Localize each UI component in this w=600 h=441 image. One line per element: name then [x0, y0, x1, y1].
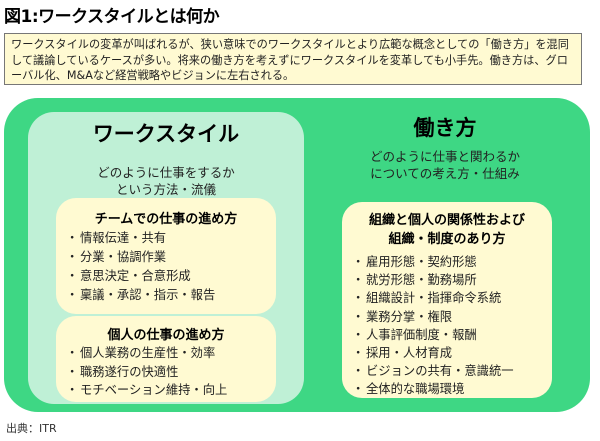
hatarakikata-subtitle-line1: どのように仕事と関わるか	[369, 149, 520, 164]
list-item: 個人業務の生産性・効率	[66, 344, 227, 363]
organization-relation-list: 雇用形態・契約形態 就労形態・勤務場所 組織設計・指揮命令系統 業務分掌・権限 …	[352, 253, 514, 399]
personal-work-card: 個人の仕事の進め方 個人業務の生産性・効率 職務遂行の快適性 モチベーション維持…	[56, 316, 276, 402]
workstyle-heading: ワークスタイル	[92, 122, 240, 146]
hatarakikata-heading: 働き方	[413, 116, 477, 140]
list-item: モチベーション維持・向上	[66, 381, 227, 400]
list-item: 情報伝達・共有	[66, 229, 215, 248]
list-item: 全体的な職場環境	[352, 380, 514, 398]
organization-relation-title-line1: 組織と個人の関係性および	[368, 213, 525, 228]
list-item: 採用・人材育成	[352, 344, 514, 362]
description-box: ワークスタイルの変革が叫ばれるが、狭い意味でのワークスタイルとより広範な概念とし…	[4, 33, 582, 85]
list-item: 分業・協調作業	[66, 248, 215, 267]
list-item: 意思決定・合意形成	[66, 267, 215, 286]
hatarakikata-subtitle-line2: についての考え方・仕組み	[370, 166, 520, 181]
list-item: 稟議・承認・指示・報告	[66, 286, 215, 305]
workstyle-subtitle-line1: どのように仕事をするか	[97, 165, 235, 180]
list-item: ビジョンの共有・意識統一	[352, 362, 514, 380]
organization-relation-card: 組織と個人の関係性および 組織・制度のあり方 雇用形態・契約形態 就労形態・勤務…	[342, 202, 552, 399]
personal-work-list: 個人業務の生産性・効率 職務遂行の快適性 モチベーション維持・向上	[66, 344, 227, 400]
list-item: 組織設計・指揮命令系統	[352, 289, 514, 307]
figure-title: 図1:ワークスタイルとは何か	[4, 7, 220, 27]
team-work-title: チームでの仕事の進め方	[94, 212, 238, 227]
team-work-card: チームでの仕事の進め方 情報伝達・共有 分業・協調作業 意思決定・合意形成 稟議…	[56, 198, 276, 314]
workstyle-panel: ワークスタイル どのように仕事をするか という方法・流儀 チームでの仕事の進め方…	[28, 112, 304, 404]
list-item: 就労形態・勤務場所	[352, 271, 514, 289]
list-item: 業務分掌・権限	[352, 308, 514, 326]
list-item: 職務遂行の快適性	[66, 363, 227, 382]
personal-work-title: 個人の仕事の進め方	[107, 328, 225, 343]
workstyle-subtitle-line2: という方法・流儀	[115, 182, 216, 197]
source-note: 出典：ITR	[6, 422, 57, 435]
list-item: 人事評価制度・報酬	[352, 326, 514, 344]
diagram-background: ワークスタイル どのように仕事をするか という方法・流儀 チームでの仕事の進め方…	[4, 98, 590, 412]
list-item: 雇用形態・契約形態	[352, 253, 514, 271]
team-work-list: 情報伝達・共有 分業・協調作業 意思決定・合意形成 稟議・承認・指示・報告	[66, 229, 215, 305]
organization-relation-title-line2: 組織・制度のあり方	[388, 232, 506, 247]
